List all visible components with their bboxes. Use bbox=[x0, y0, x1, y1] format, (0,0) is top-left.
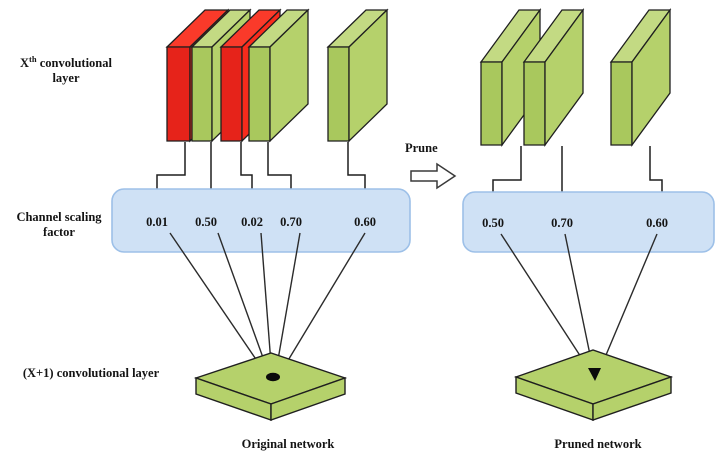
pruned-fan-lines bbox=[500, 233, 658, 375]
pruned-scaling-factor-1: 0.70 bbox=[551, 216, 573, 230]
pruned-slab-0[interactable] bbox=[479, 8, 542, 147]
pruned-fan-line-2 bbox=[597, 233, 658, 375]
next-layer-slab-original[interactable] bbox=[193, 352, 348, 421]
fan-line-0 bbox=[169, 232, 269, 378]
xth-line2: layer bbox=[52, 70, 80, 85]
original-network-caption: Original network bbox=[241, 437, 335, 451]
original-channel-stack bbox=[165, 8, 389, 143]
scaling-factor-4: 0.60 bbox=[354, 215, 376, 229]
pruned-scaling-factor-2: 0.60 bbox=[646, 216, 668, 230]
channel-scaling-label: Channel scaling factor bbox=[16, 210, 102, 239]
next-layer-label: (X+1) convolutional layer bbox=[22, 366, 160, 380]
pruned-channel-stack bbox=[479, 8, 672, 147]
prune-label: Prune bbox=[405, 141, 438, 155]
pruned-scaling-band bbox=[462, 191, 715, 253]
pruned-network-caption: Pruned network bbox=[554, 437, 642, 451]
scaling-factor-1: 0.50 bbox=[195, 215, 217, 229]
pruned-slab-1[interactable] bbox=[522, 8, 585, 147]
xth-prefix: X bbox=[20, 56, 30, 71]
pruned-scaling-factor-0: 0.50 bbox=[482, 216, 504, 230]
original-scaling-band bbox=[111, 188, 411, 253]
junction-dot-original bbox=[266, 372, 280, 382]
scaling-factor-0: 0.01 bbox=[146, 215, 168, 229]
pruned-slab-2[interactable] bbox=[609, 8, 672, 147]
xth-line1: convolutional bbox=[39, 56, 112, 71]
next-layer-slab-pruned[interactable] bbox=[513, 349, 674, 421]
fan-line-4 bbox=[277, 232, 366, 378]
scaling-factor-3: 0.70 bbox=[280, 215, 302, 229]
scaling-factor-2: 0.02 bbox=[241, 215, 263, 229]
prune-arrow-icon bbox=[410, 162, 457, 190]
xth-superscript: th bbox=[29, 54, 37, 64]
fan-line-1 bbox=[217, 232, 271, 378]
pruned-fan-line-0 bbox=[500, 233, 593, 375]
channel-slab-3[interactable] bbox=[247, 8, 310, 143]
channel-slab-4[interactable] bbox=[326, 8, 389, 143]
fan-line-3 bbox=[274, 232, 301, 378]
junction-dot-pruned bbox=[588, 368, 601, 381]
